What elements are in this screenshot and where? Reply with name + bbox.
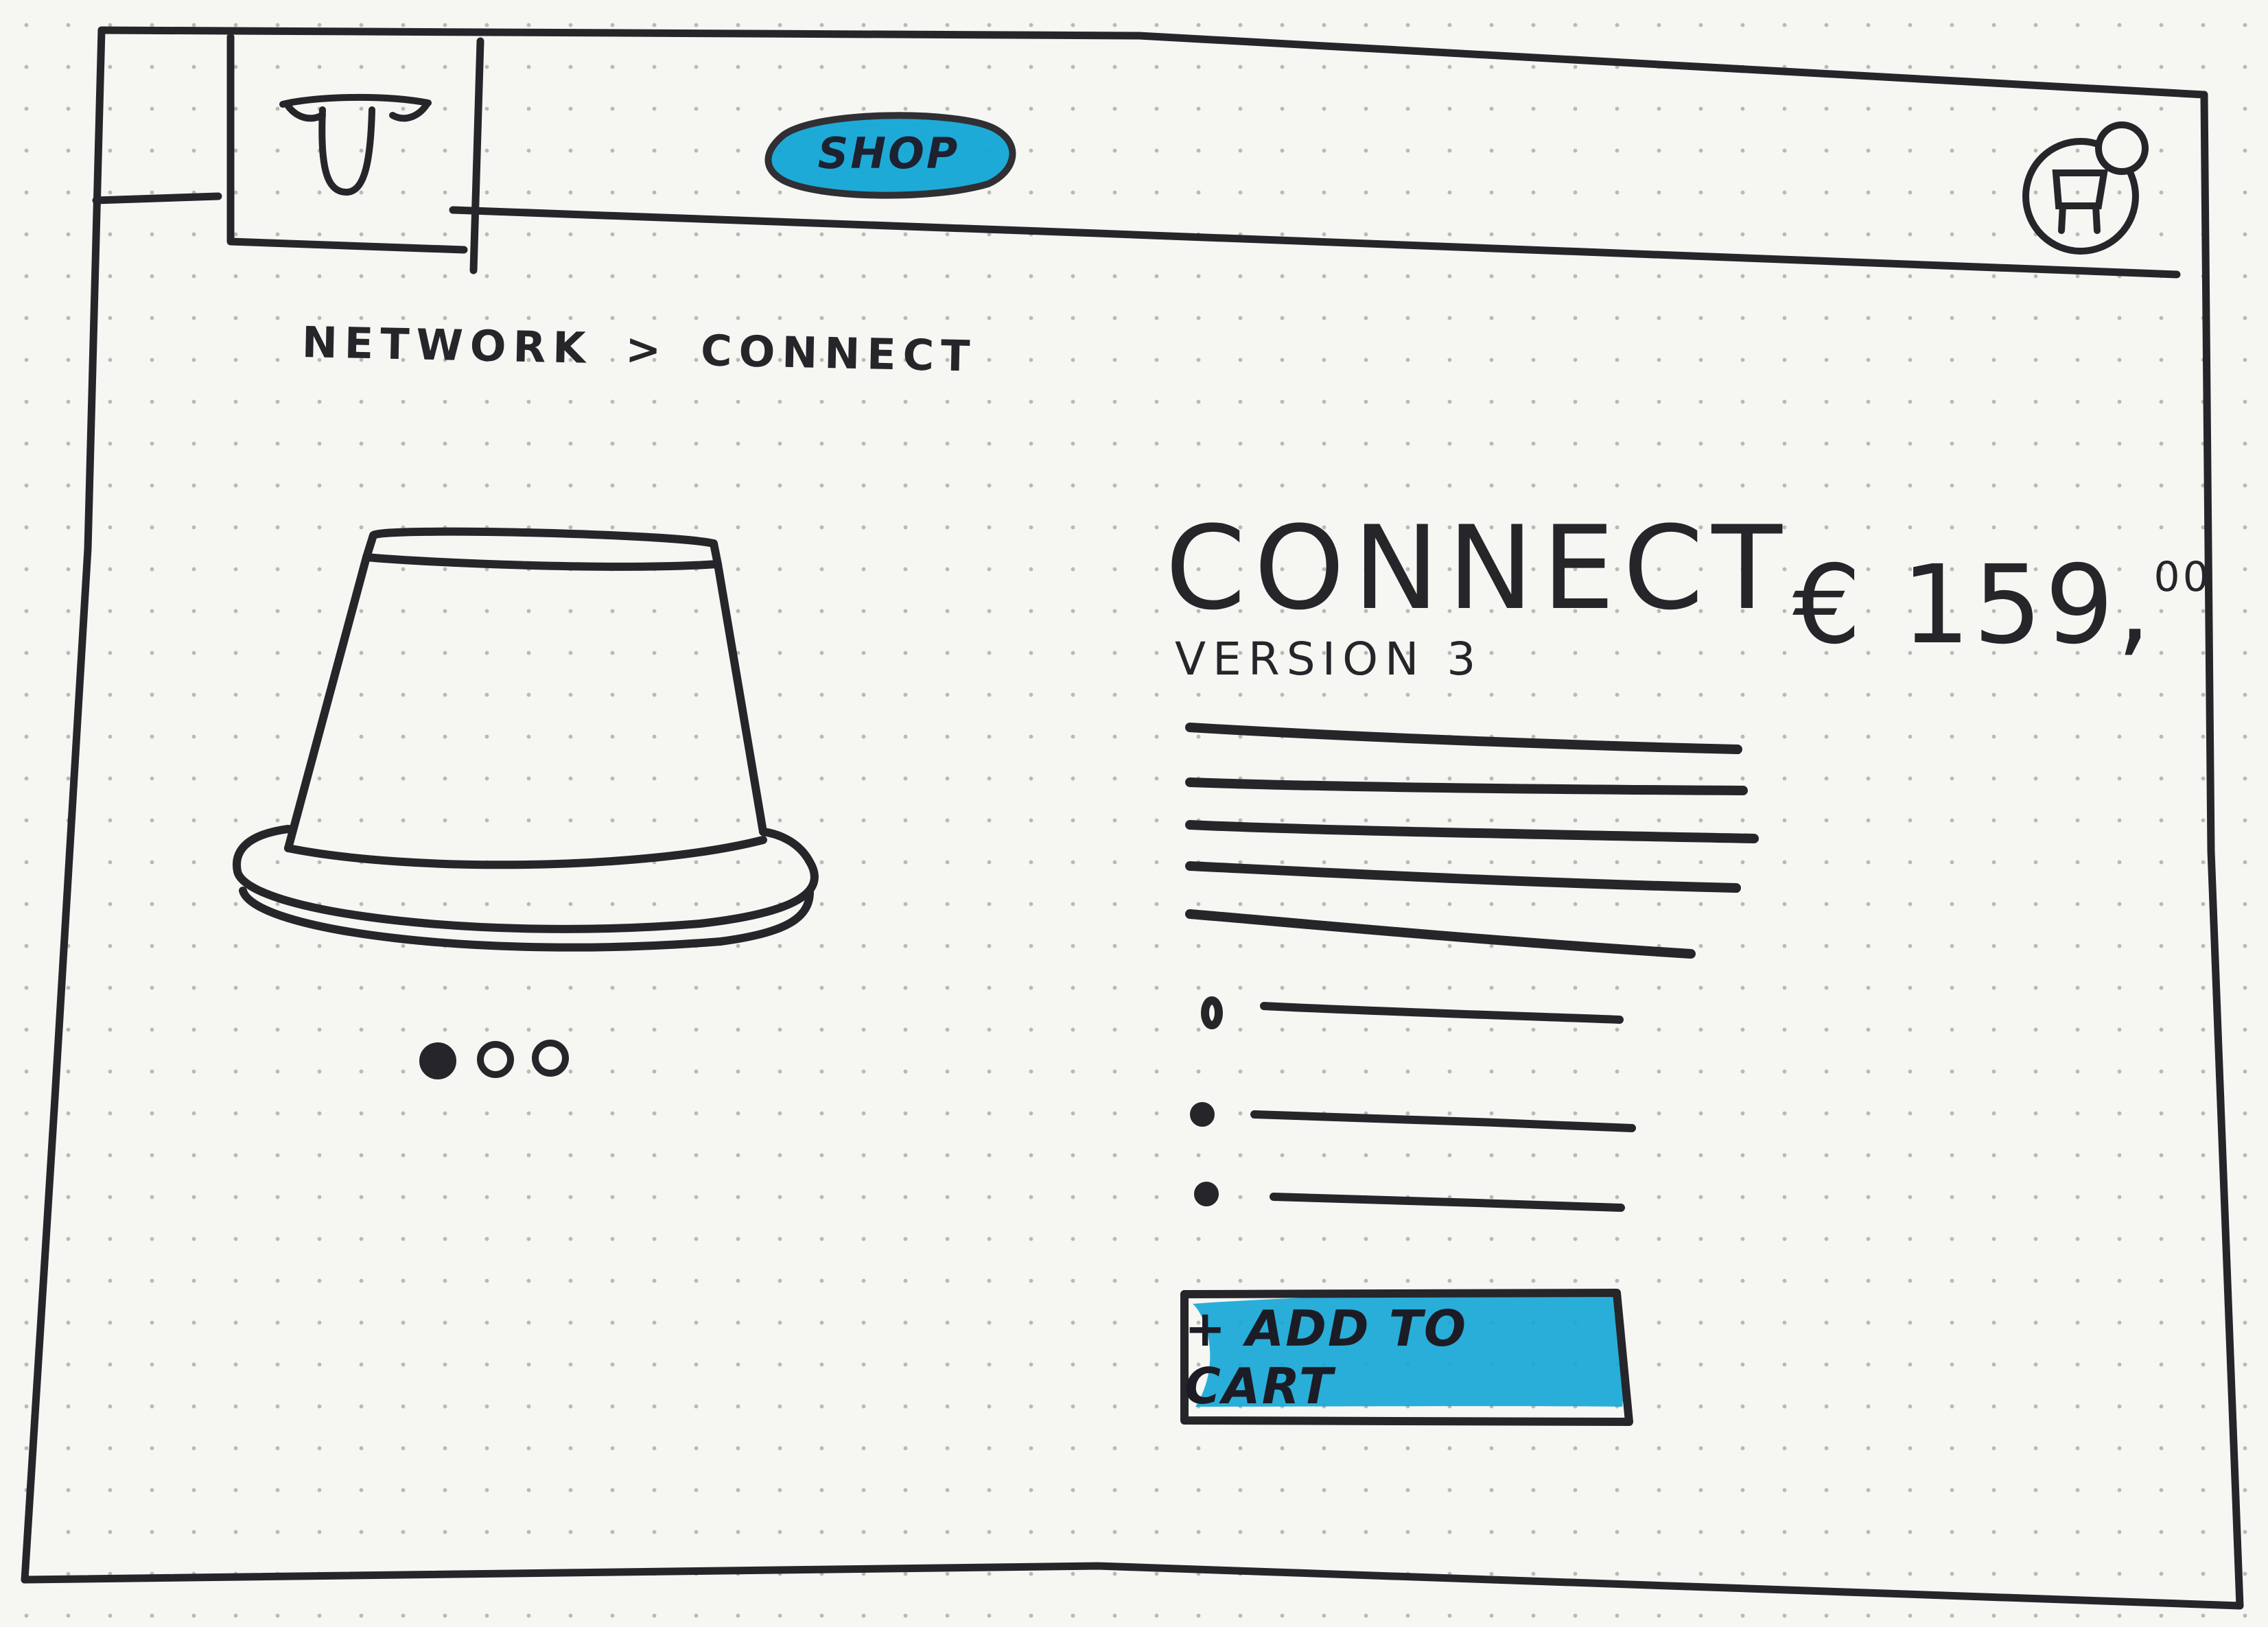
breadcrumb-separator: > — [624, 323, 669, 375]
product-lamp-icon — [233, 522, 823, 961]
feature-list-item — [1194, 1179, 1633, 1220]
cart-button-shape — [1180, 1289, 1633, 1426]
description-lines — [1185, 723, 1759, 959]
product-description — [1184, 721, 1761, 961]
feature-list-item — [1187, 1098, 1640, 1139]
feature-list-item — [1194, 992, 1633, 1033]
nav-shop-label: SHOP — [817, 128, 960, 178]
gallery-dot-3[interactable] — [533, 1040, 568, 1076]
add-to-cart-button[interactable]: + ADD TO CART — [1184, 1294, 1622, 1420]
breadcrumb-connect: CONNECT — [700, 325, 978, 382]
feature-list-glyph — [1190, 996, 1636, 1212]
breadcrumb-network[interactable]: NETWORK — [301, 317, 594, 373]
cart-button[interactable] — [2018, 117, 2155, 261]
product-version: VERSION 3 — [1175, 633, 1483, 686]
shopping-cart-icon — [2018, 117, 2155, 261]
product-price: € 159,00 — [1792, 542, 2212, 668]
gallery-dots-glyph — [419, 1040, 569, 1079]
product-title: CONNECT — [1165, 501, 1790, 635]
price-main: € 159, — [1792, 542, 2154, 668]
lamp-glyph — [233, 527, 819, 952]
logo-glyph — [279, 93, 432, 196]
product-image — [233, 522, 823, 961]
add-to-cart-label: + ADD TO CART — [1184, 1300, 1468, 1415]
logo-link[interactable] — [233, 40, 474, 244]
nav-highlight — [764, 112, 1016, 199]
gallery-dot-1[interactable] — [420, 1043, 456, 1079]
gallery-dot-2[interactable] — [478, 1042, 513, 1077]
nav-shop-link[interactable]: SHOP — [766, 115, 1012, 191]
price-cents: 00 — [2153, 553, 2212, 601]
t-logo-icon — [233, 40, 474, 244]
cart-glyph — [2022, 121, 2149, 255]
